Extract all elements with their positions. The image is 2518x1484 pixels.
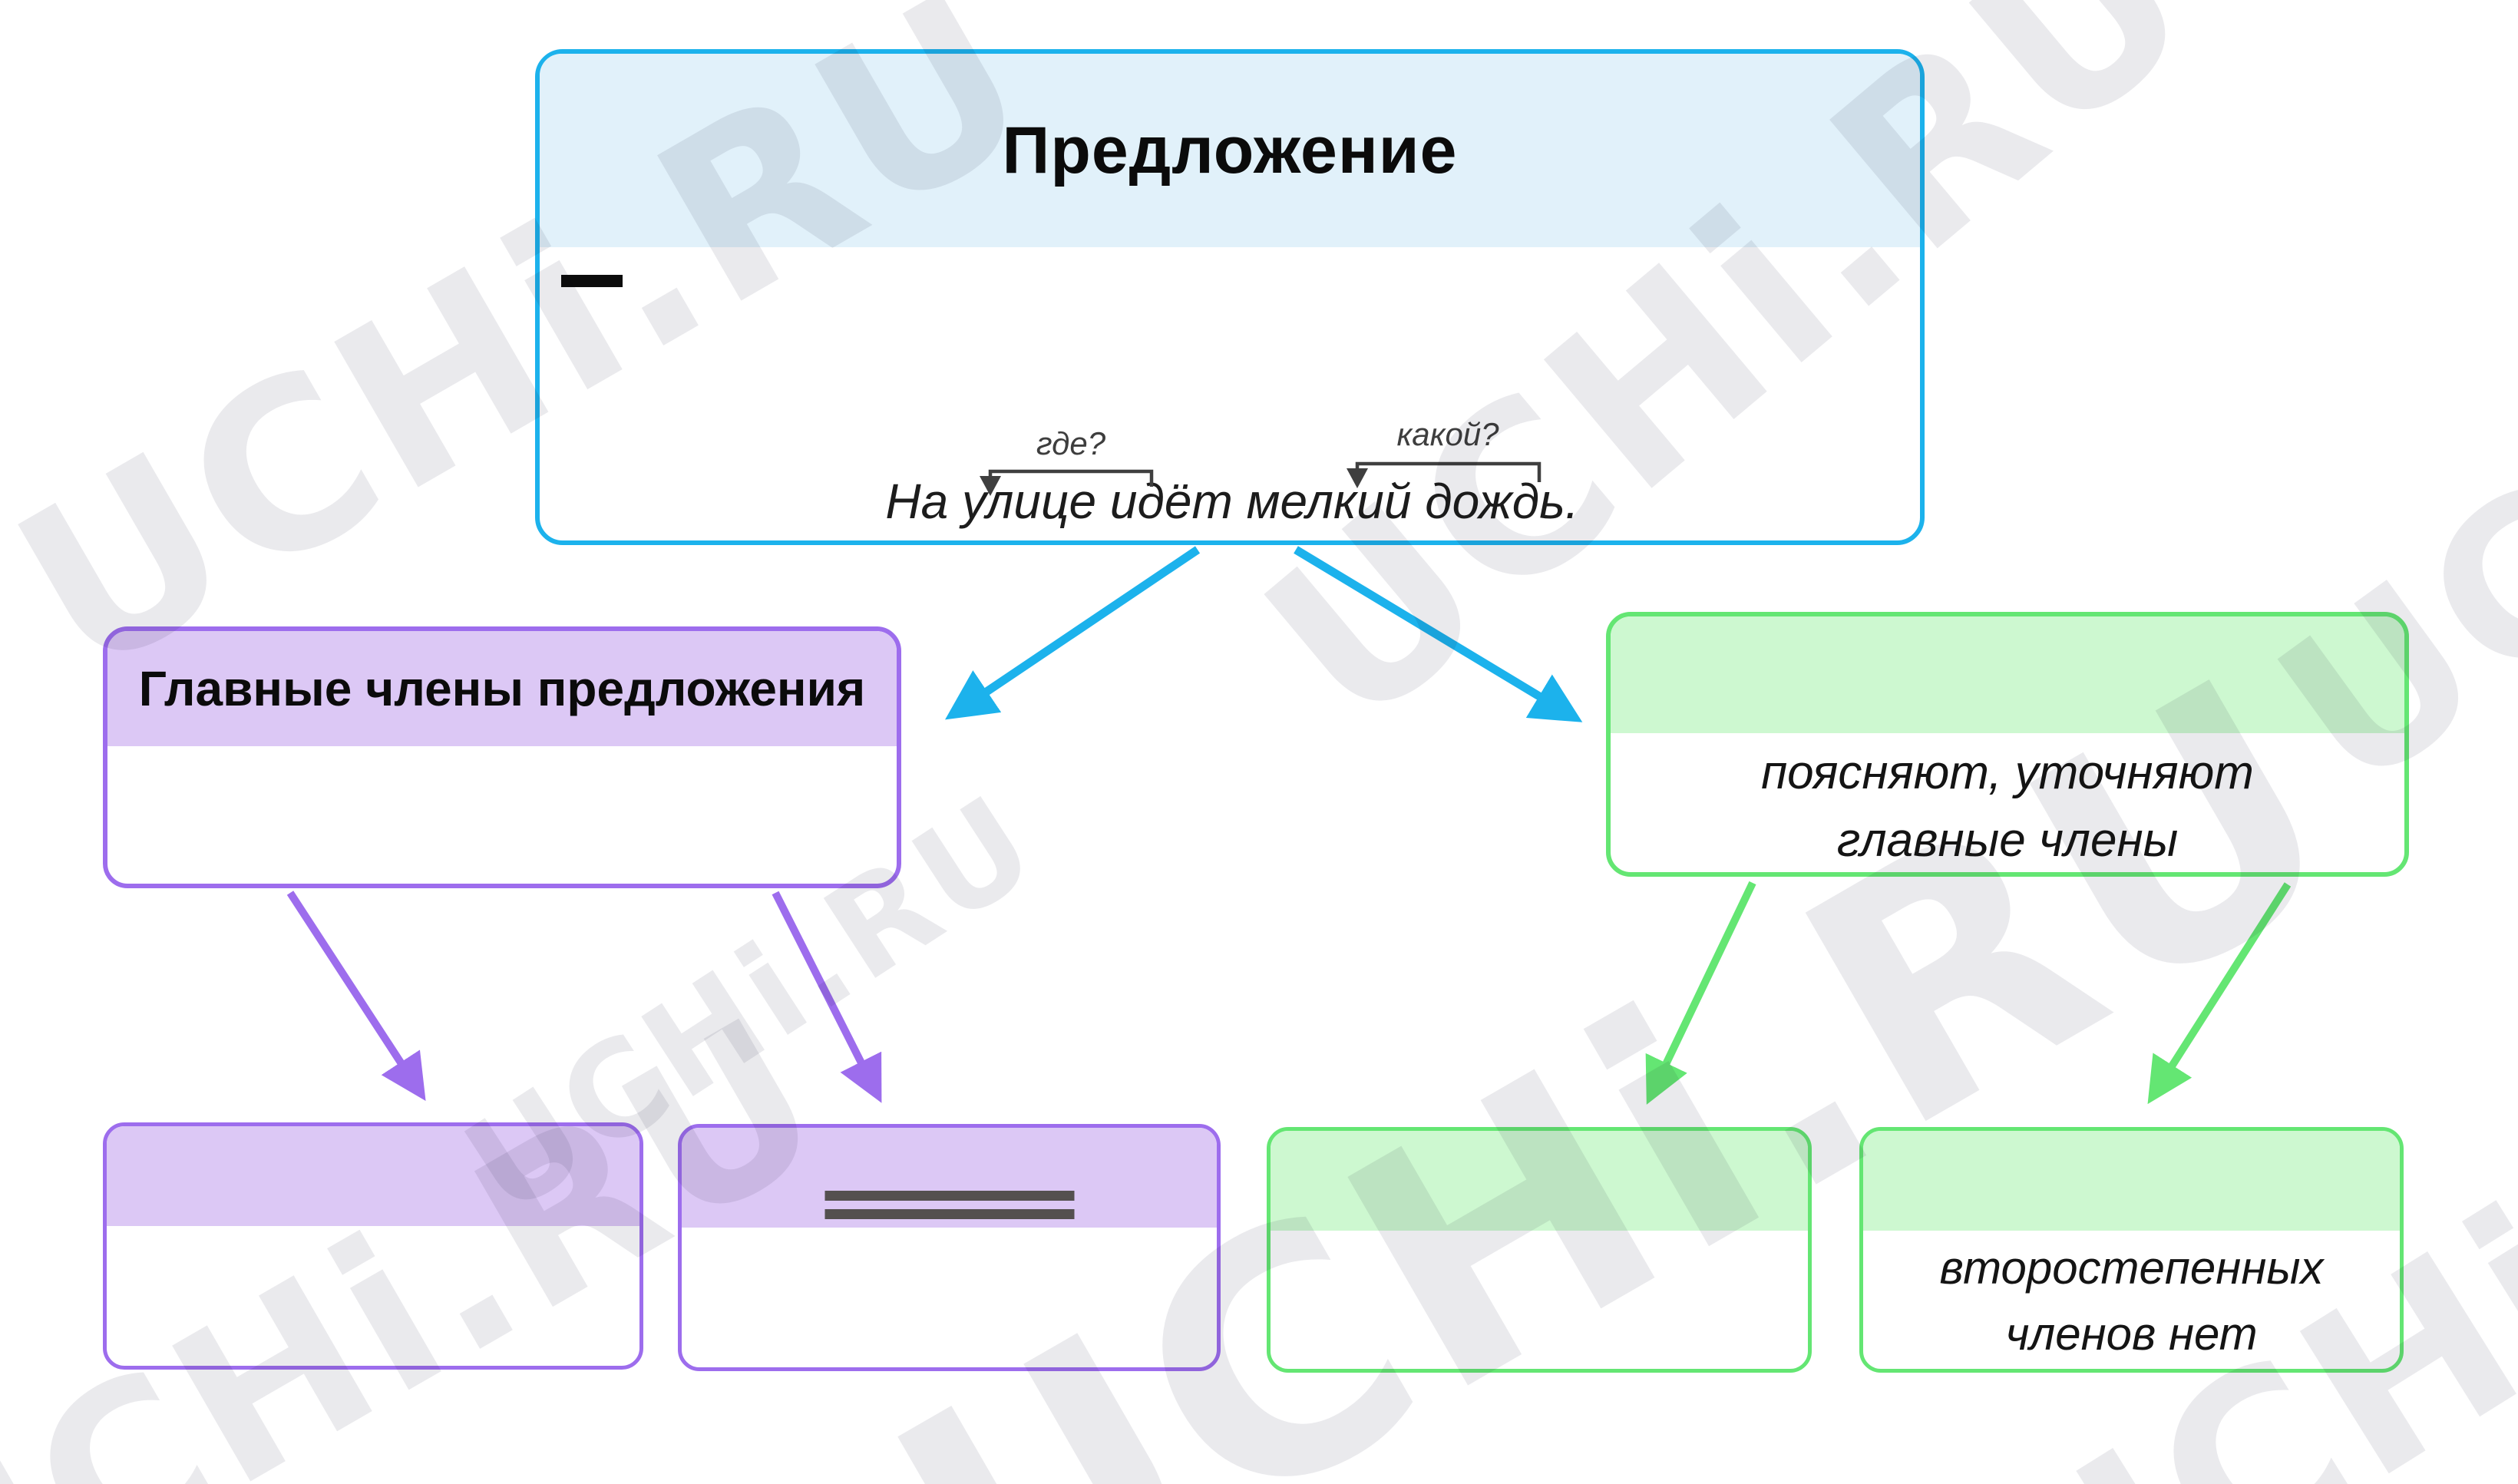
main-members-box: Главные члены предложения — [103, 626, 901, 888]
secondary-present-header — [1271, 1131, 1808, 1231]
arrow-to-subject — [286, 891, 426, 1102]
arrow-to-secondary-members — [1294, 546, 1583, 722]
example-sentence: На улице идёт мелкий дождь. — [885, 474, 1579, 529]
predicate-line-top — [824, 1191, 1074, 1201]
sentence-box-header: Предложение — [540, 54, 1920, 247]
subject-box — [103, 1122, 643, 1370]
secondary-absent-line1: второстепенных — [1939, 1242, 2324, 1294]
blank-dash — [561, 275, 623, 287]
secondary-members-description: поясняют, уточняют главные члены — [1611, 739, 2404, 874]
question-label-which: какой? — [1396, 416, 1499, 452]
arrow-to-predicate — [772, 891, 882, 1103]
predicate-double-line-icon — [824, 1191, 1074, 1219]
question-label-where: где? — [1036, 425, 1106, 461]
arrow-to-secondary-present — [1645, 881, 1756, 1105]
arrow-to-main-members — [945, 546, 1201, 720]
secondary-absent-description: второстепенных членов нет — [1863, 1235, 2400, 1367]
secondary-members-box: поясняют, уточняют главные члены — [1606, 612, 2409, 877]
subject-box-header — [107, 1126, 639, 1226]
predicate-line-bottom — [824, 1209, 1074, 1219]
secondary-absent-line2: членов нет — [2005, 1308, 2258, 1360]
secondary-members-header — [1611, 616, 2404, 733]
page-title: Предложение — [1002, 113, 1458, 187]
main-members-title: Главные члены предложения — [138, 661, 866, 716]
sentence-definition-box: Предложение — [535, 49, 1925, 545]
secondary-absent-box: второстепенных членов нет — [1859, 1127, 2404, 1373]
secondary-present-box — [1267, 1127, 1812, 1373]
secondary-absent-header — [1863, 1131, 2400, 1231]
secondary-members-line1: поясняют, уточняют — [1761, 746, 2254, 799]
arrow-to-secondary-absent — [2147, 882, 2292, 1105]
secondary-members-line2: главные члены — [1836, 814, 2179, 867]
main-members-header: Главные члены предложения — [107, 631, 897, 746]
predicate-box — [678, 1124, 1221, 1371]
